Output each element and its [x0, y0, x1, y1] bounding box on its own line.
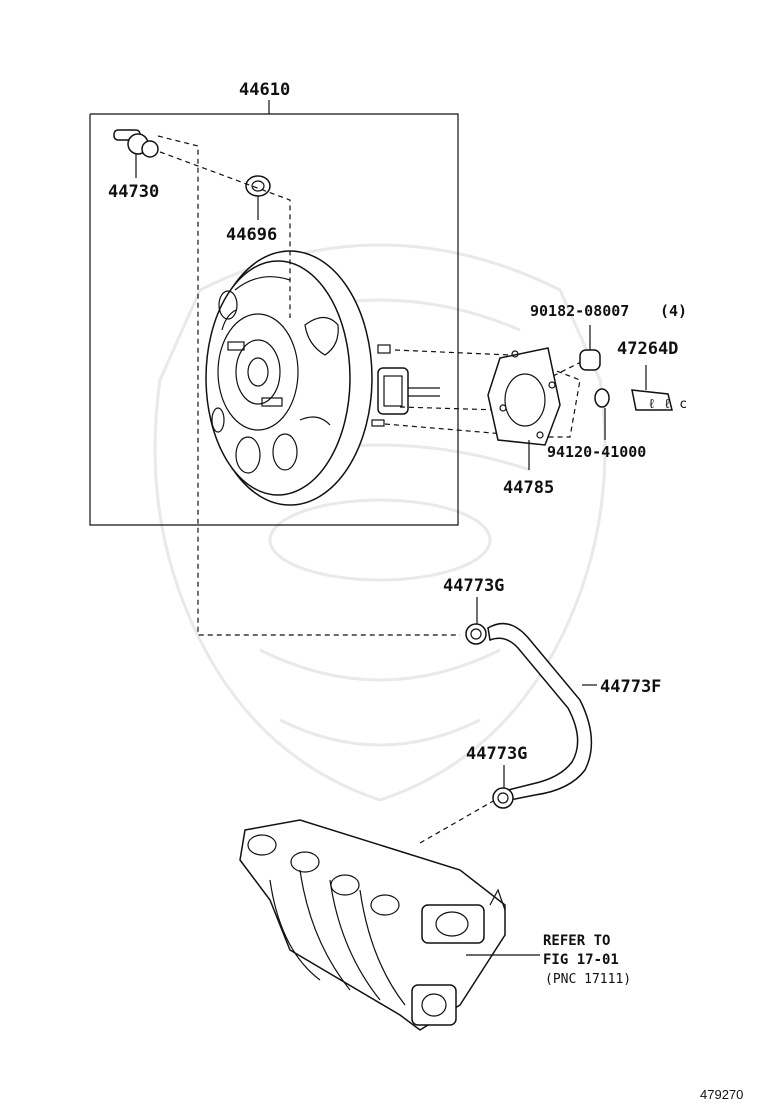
- reference-line-3: (PNC 17111): [545, 972, 631, 987]
- intake-manifold: [239, 819, 540, 1031]
- nut-small: [594, 388, 610, 440]
- label-44773G-lower: 44773G: [466, 744, 527, 764]
- reference-line-1: REFER TO: [543, 933, 610, 949]
- gasket: [487, 347, 561, 470]
- hose-clip-upper: [465, 597, 487, 645]
- label-47264D: 47264D: [617, 339, 678, 359]
- label-44773F: 44773F: [600, 677, 661, 697]
- svg-text:ℓ ℓ c: ℓ ℓ c: [648, 397, 687, 412]
- label-nut-qty: (4): [660, 302, 687, 320]
- bracket: ℓ ℓ c: [631, 365, 687, 412]
- figure-number: 479270: [700, 1087, 743, 1102]
- brake-booster: [205, 250, 440, 506]
- grommet: [245, 175, 271, 220]
- hose-clip-lower: [492, 765, 514, 809]
- label-44730: 44730: [108, 182, 159, 202]
- label-44773G-upper: 44773G: [443, 576, 504, 596]
- reference-line-2: FIG 17-01: [543, 952, 619, 968]
- label-44696: 44696: [226, 225, 277, 245]
- nut-upper: [579, 325, 601, 371]
- check-valve: [113, 129, 159, 178]
- label-94120-41000: 94120-41000: [547, 443, 646, 461]
- label-44610: 44610: [239, 80, 290, 100]
- label-44785: 44785: [503, 478, 554, 498]
- label-90182-08007: 90182-08007: [530, 302, 629, 320]
- booster-assembly-box: [89, 100, 459, 526]
